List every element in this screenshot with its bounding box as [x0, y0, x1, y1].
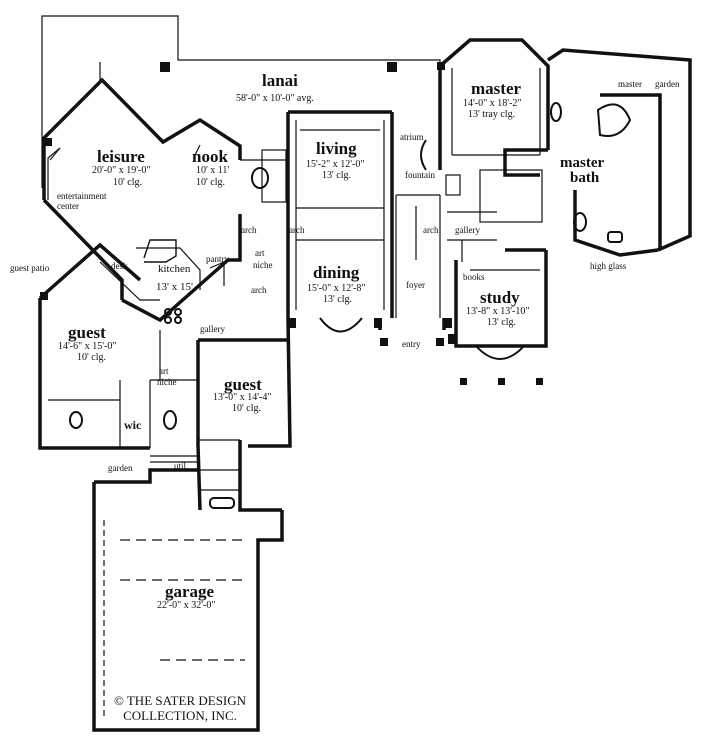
note-art-niche-1b: niche — [253, 260, 273, 270]
room-dims-study: 13'-8" x 13'-10" — [466, 306, 530, 317]
room-dims-kitchen: 13' x 15' — [156, 281, 193, 293]
room-dims-master: 14'-0" x 18'-2" — [463, 98, 522, 109]
room-clg-study: 13' clg. — [487, 317, 517, 328]
note-arch-2: arch — [289, 225, 305, 235]
room-clg-leisure: 10' clg. — [113, 177, 143, 188]
note-art-niche-2a: art — [159, 366, 169, 376]
lanai-outline — [41, 15, 441, 188]
note-arch-3: arch — [423, 225, 439, 235]
room-name-lanai: lanai — [262, 71, 298, 90]
room-dims-nook: 10' x 11' — [196, 165, 230, 176]
note-master-garden-b: garden — [655, 79, 680, 89]
note-master-garden-a: master — [618, 79, 642, 89]
note-guest-patio: guest patio — [10, 263, 50, 273]
room-dims-lanai: 58'-0" x 10'-0" avg. — [236, 93, 314, 104]
room-dims-dining: 15'-0" x 12'-8" — [307, 283, 366, 294]
room-name-living: living — [316, 139, 357, 158]
room-dims-guest-1: 14'-6" x 15'-0" — [58, 341, 117, 352]
room-clg-living: 13' clg. — [322, 170, 352, 181]
note-util: util. — [174, 461, 189, 471]
note-art-niche-1a: art — [255, 248, 265, 258]
window-bays — [69, 102, 632, 509]
room-dims-leisure: 20'-0" x 19'-0" — [92, 165, 151, 176]
room-dims-guest-2: 13'-0" x 14'-4" — [213, 392, 272, 403]
room-name-guest-2: guest — [224, 375, 262, 394]
interior-walls — [47, 68, 543, 720]
room-name-master: master — [471, 79, 522, 98]
note-entry: entry — [402, 339, 421, 349]
note-gallery-2: gallery — [455, 225, 480, 235]
room-name-leisure: leisure — [97, 147, 145, 166]
room-name-master-bath-2: bath — [570, 170, 600, 186]
room-name-study: study — [480, 288, 520, 307]
note-gallery-1: gallery — [200, 324, 225, 334]
room-clg-nook: 10' clg. — [196, 177, 226, 188]
room-name-dining: dining — [313, 263, 360, 282]
kitchen-island — [143, 239, 177, 263]
exterior-walls — [38, 38, 692, 732]
room-name-kitchen: kitchen — [158, 263, 191, 275]
note-high-glass: high glass — [590, 261, 627, 271]
room-clg-guest-1: 10' clg. — [77, 352, 107, 363]
note-pantry: pantry — [206, 254, 229, 264]
room-clg-dining: 13' clg. — [323, 294, 353, 305]
room-dims-garage: 22'-0" x 32'-0" — [157, 600, 216, 611]
note-desk: desk — [111, 261, 128, 271]
room-clg-master: 13' tray clg. — [468, 109, 516, 120]
note-wic: wic — [124, 418, 142, 432]
note-arch-4: arch — [251, 285, 267, 295]
room-name-nook: nook — [192, 147, 228, 166]
note-foyer: foyer — [406, 280, 425, 290]
note-atrium: atrium — [400, 132, 424, 142]
note-center: center — [57, 201, 79, 211]
room-name-master-bath-1: master — [560, 155, 605, 171]
columns — [40, 62, 543, 385]
room-clg-guest-2: 10' clg. — [232, 403, 262, 414]
note-fountain: fountain — [405, 170, 435, 180]
room-name-garage: garage — [165, 582, 215, 601]
copyright-line-2: COLLECTION, INC. — [123, 708, 237, 723]
copyright-line-1: © THE SATER DESIGN — [113, 693, 247, 708]
note-garden: garden — [108, 463, 133, 473]
note-entertainment: entertainment — [57, 191, 107, 201]
room-dims-living: 15'-2" x 12'-0" — [306, 159, 365, 170]
note-books: books — [463, 272, 485, 282]
note-art-niche-2b: niche — [157, 377, 177, 387]
note-arch-1: arch — [241, 225, 257, 235]
room-name-guest-1: guest — [68, 323, 106, 342]
